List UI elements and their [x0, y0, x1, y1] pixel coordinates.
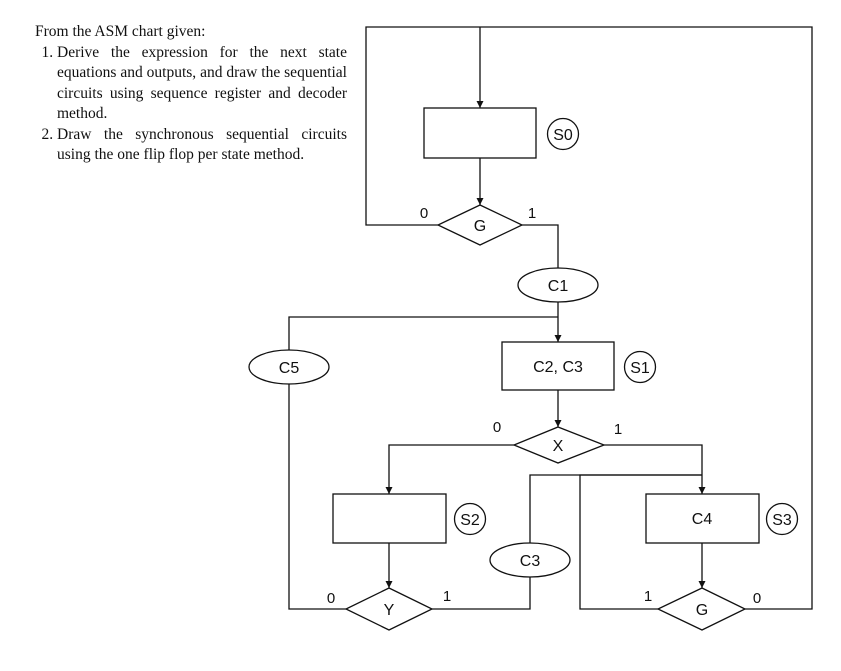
state-box-s0	[423, 107, 537, 159]
decision-diamond-x	[512, 426, 606, 464]
state-s0: S0	[423, 107, 580, 159]
state-tag-s1	[623, 350, 657, 384]
state-s1: C2, C3 S1	[501, 341, 657, 391]
conditional-output-c1: C1	[517, 267, 599, 303]
decision-input-y: Y	[384, 602, 395, 619]
conditional-output-c3: C3	[489, 542, 571, 578]
problem-item-2: Draw the synchronous sequential circuits…	[57, 125, 347, 166]
decision-false-label-y: 0	[327, 590, 335, 607]
decision-diamond-g-top	[436, 204, 524, 246]
state-tag-s0	[546, 117, 580, 151]
decision-true-label-g-top: 1	[528, 205, 536, 222]
flow-c5-to-s1	[288, 316, 558, 352]
decision-input-g-top: G	[474, 218, 486, 235]
decision-false-label-x: 0	[493, 419, 501, 436]
state-s3: C4 S3	[645, 493, 799, 544]
decision-true-label-g-bottom: 1	[644, 588, 652, 605]
problem-intro: From the ASM chart given:	[35, 23, 206, 40]
decision-g-top: G 0 1	[420, 204, 536, 246]
state-name-s1: S1	[630, 360, 650, 377]
flow-g-bottom-0-to-s0	[480, 26, 813, 610]
flow-g-bottom-1-to-s3	[579, 474, 702, 610]
problem-item-1: Derive the expression for the next state…	[57, 43, 347, 125]
decision-input-x: X	[553, 438, 564, 455]
connection-lines	[288, 26, 813, 610]
state-output-s1: C2, C3	[533, 359, 583, 376]
conditional-label-c5: C5	[279, 360, 300, 377]
state-tag-s3	[765, 502, 799, 536]
state-box-s1	[501, 341, 615, 391]
decision-g-bottom: G 1 0	[644, 587, 761, 631]
flow-g-top-1-to-c1	[522, 224, 559, 268]
state-box-s2	[332, 493, 447, 544]
decision-true-label-x: 1	[614, 421, 622, 438]
problem-statement: From the ASM chart given: Derive the exp…	[35, 22, 347, 166]
flow-y-0-to-c5	[288, 383, 346, 610]
state-name-s0: S0	[553, 127, 573, 144]
decision-false-label-g-bottom: 0	[753, 590, 761, 607]
flow-x-1-to-s3	[604, 444, 706, 494]
conditional-output-c5: C5	[248, 349, 330, 385]
state-box-s3	[645, 493, 760, 544]
conditional-oval-c3	[489, 542, 571, 578]
flow-y-1-to-c3	[432, 576, 531, 610]
state-tag-s2	[453, 502, 487, 536]
conditional-label-c1: C1	[548, 278, 569, 295]
conditional-oval-c5	[248, 349, 330, 385]
decision-diamond-y	[344, 587, 434, 631]
decision-y: Y 0 1	[327, 587, 451, 631]
flow-x-0-to-s2	[385, 444, 514, 494]
decision-x: X 0 1	[493, 419, 622, 464]
decision-diamond-g-bottom	[656, 587, 747, 631]
state-name-s2: S2	[460, 512, 480, 529]
conditional-label-c3: C3	[520, 553, 541, 570]
state-name-s3: S3	[772, 512, 792, 529]
decision-false-label-g-top: 0	[420, 205, 428, 222]
conditional-oval-c1	[517, 267, 599, 303]
state-s2: S2	[332, 493, 487, 544]
decision-input-g-bottom: G	[696, 602, 708, 619]
flow-g-top-0-to-s0	[365, 26, 480, 226]
state-output-s3: C4	[692, 511, 713, 528]
decision-true-label-y: 1	[443, 588, 451, 605]
problem-list: Derive the expression for the next state…	[35, 43, 347, 166]
